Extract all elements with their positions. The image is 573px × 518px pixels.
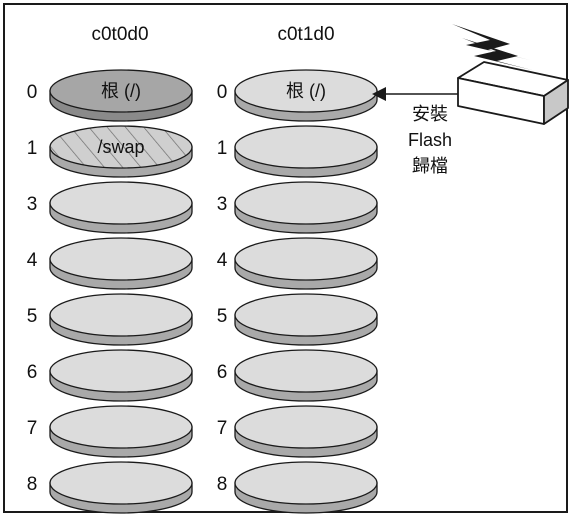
disk-header-c0t0d0: c0t0d0 bbox=[91, 24, 148, 45]
flash-label-line2: Flash bbox=[408, 130, 452, 150]
slice-top bbox=[49, 405, 193, 449]
slice-top bbox=[234, 69, 378, 113]
slice-top bbox=[49, 125, 193, 169]
slice-number: 3 bbox=[217, 194, 228, 215]
disk-slice-c0t1d0-7: 7 bbox=[217, 405, 378, 458]
slice-label: /swap bbox=[97, 137, 144, 157]
disk-stack-c0t1d0: 根 (/) 0 1 3 4 5 6 7 8 bbox=[217, 69, 378, 514]
slice-top bbox=[49, 181, 193, 225]
disk-header-c0t1d0: c0t1d0 bbox=[277, 24, 334, 45]
slice-top bbox=[234, 293, 378, 337]
lightning-bolt-icon bbox=[452, 24, 532, 70]
disk-slice-c0t1d0-3: 3 bbox=[217, 181, 378, 234]
slice-top bbox=[234, 405, 378, 449]
slice-number: 5 bbox=[27, 306, 38, 327]
flash-label-line3: 歸檔 bbox=[412, 156, 448, 176]
disk-slice-c0t1d0-4: 4 bbox=[217, 237, 378, 290]
slice-number: 8 bbox=[27, 474, 38, 495]
slice-number: 6 bbox=[27, 362, 38, 383]
slice-top bbox=[234, 349, 378, 393]
slice-number: 5 bbox=[217, 306, 228, 327]
slice-number: 1 bbox=[217, 138, 228, 159]
slice-top bbox=[49, 349, 193, 393]
slice-number: 4 bbox=[27, 250, 38, 271]
disk-slice-c0t1d0-1: 1 bbox=[217, 125, 378, 178]
slice-number: 6 bbox=[217, 362, 228, 383]
slice-label: 根 (/) bbox=[101, 81, 141, 101]
disk-slice-c0t1d0-0: 根 (/) 0 bbox=[217, 69, 378, 122]
slice-number: 3 bbox=[27, 194, 38, 215]
flash-label-line1: 安裝 bbox=[412, 104, 448, 124]
slice-top bbox=[234, 125, 378, 169]
slice-number: 0 bbox=[27, 82, 38, 103]
slice-top bbox=[234, 181, 378, 225]
slice-number: 7 bbox=[27, 418, 38, 439]
disk-slice-c0t0d0-4: 4 bbox=[27, 237, 193, 290]
slice-number: 7 bbox=[217, 418, 228, 439]
slice-label: 根 (/) bbox=[286, 81, 326, 101]
flash-archive-box-icon bbox=[457, 61, 569, 125]
disk-slice-c0t0d0-6: 6 bbox=[27, 349, 193, 402]
slice-top bbox=[49, 461, 193, 505]
slice-top bbox=[49, 237, 193, 281]
slice-top bbox=[49, 293, 193, 337]
disk-slice-c0t1d0-5: 5 bbox=[217, 293, 378, 346]
disk-slice-c0t1d0-6: 6 bbox=[217, 349, 378, 402]
slice-number: 0 bbox=[217, 82, 228, 103]
disk-slice-c0t0d0-0: 根 (/) 0 bbox=[27, 69, 193, 122]
disk-slice-c0t1d0-8: 8 bbox=[217, 461, 378, 514]
slice-number: 4 bbox=[217, 250, 228, 271]
slice-top bbox=[234, 461, 378, 505]
disk-slice-c0t0d0-3: 3 bbox=[27, 181, 193, 234]
disk-slice-c0t0d0-7: 7 bbox=[27, 405, 193, 458]
slice-number: 8 bbox=[217, 474, 228, 495]
disk-slice-c0t0d0-5: 5 bbox=[27, 293, 193, 346]
slice-top bbox=[234, 237, 378, 281]
disk-slice-c0t0d0-8: 8 bbox=[27, 461, 193, 514]
disk-slice-c0t0d0-1: /swap 1 bbox=[27, 125, 193, 178]
disk-stack-c0t0d0: 根 (/) 0/swap 1 3 4 5 6 7 8 bbox=[27, 69, 193, 514]
slice-top bbox=[49, 69, 193, 113]
slice-number: 1 bbox=[27, 138, 38, 159]
